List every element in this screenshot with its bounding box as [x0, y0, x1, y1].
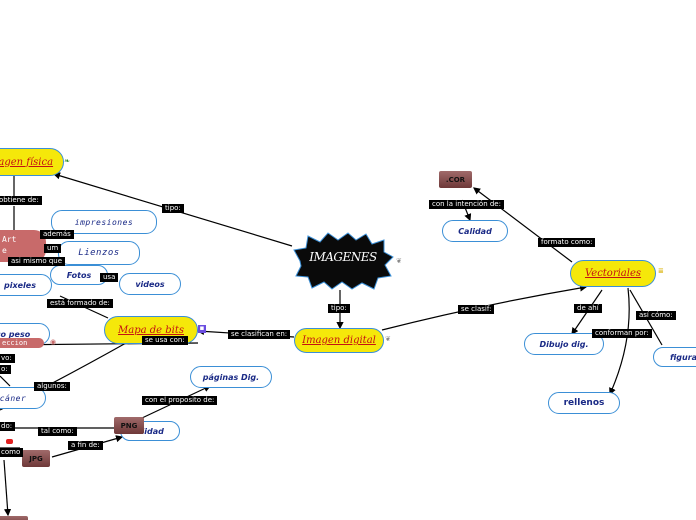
note-icon: ❦	[396, 257, 402, 265]
video-icon	[6, 439, 13, 444]
node-dibujo-dig[interactable]: Dibujo dig.	[524, 333, 604, 355]
label-tipo: tipo:	[162, 204, 184, 213]
leaf-icon: ❧	[64, 157, 70, 165]
central-node-shape[interactable]	[292, 232, 394, 290]
label-algunos: algunos:	[34, 382, 70, 391]
label-um: um	[44, 244, 62, 253]
label-formato-como: formato como:	[538, 238, 596, 247]
node-rellenos[interactable]: rellenos	[548, 392, 620, 414]
label-como: como	[0, 448, 24, 457]
label-conforman-por: conforman por:	[592, 329, 652, 338]
label-asi-mismo: asi mismo que	[8, 257, 66, 266]
label-se-usa-con: se usa con:	[142, 336, 188, 345]
label-tipo: tipo:	[328, 304, 350, 313]
node-imagen-digital[interactable]: Imagen digital	[294, 328, 384, 353]
node-calidad-right[interactable]: Calidad	[442, 220, 508, 242]
node-escaner[interactable]: cáner	[0, 387, 46, 409]
list-icon: ≣	[658, 267, 664, 275]
label-obtiene-de: obtiene de:	[0, 196, 42, 205]
label-con-intencion: con la intención de:	[429, 200, 504, 209]
node-paginas-dig[interactable]: páginas Dig.	[190, 366, 272, 388]
label-se-clasif: se clasif:	[458, 305, 495, 314]
node-vectoriales[interactable]: Vectoriales	[570, 260, 656, 287]
label-esta-formado: está formado de:	[47, 299, 113, 308]
node-partial-bottom[interactable]	[0, 516, 28, 520]
label-usa: usa	[100, 273, 119, 282]
label-tal-como: tal como:	[38, 427, 77, 436]
node-seccion[interactable]: eccion	[0, 338, 44, 348]
label-ademas: además	[40, 230, 74, 239]
label-a-fin-de: a fin de:	[68, 441, 103, 450]
label-con-proposito: con el proposito de:	[142, 396, 218, 405]
node-figuras[interactable]: figuras	[653, 347, 696, 367]
node-lienzos[interactable]: Lienzos	[58, 241, 140, 265]
label-o: o:	[0, 365, 11, 374]
node-png[interactable]: PNG	[114, 417, 144, 434]
palette-icon: ◉	[50, 338, 57, 346]
node-arte[interactable]: Art e	[0, 230, 46, 262]
node-videos[interactable]: videos	[119, 273, 181, 295]
central-node-label: IMAGENES	[309, 250, 377, 264]
node-imagen-fisica[interactable]: Imagen física	[0, 148, 64, 176]
node-jpg[interactable]: JPG	[22, 450, 50, 467]
note-icon: ❦	[385, 335, 391, 343]
node-cor[interactable]: .COR	[439, 171, 472, 188]
label-se-clasifican: se clasifican en:	[228, 330, 291, 339]
node-pixeles[interactable]: pixeles	[0, 274, 52, 296]
label-de-ahi: de ahí	[574, 304, 602, 313]
label-do: do:	[0, 422, 16, 431]
image-icon: ▪	[198, 324, 206, 333]
label-asi-como: así cómo:	[636, 311, 676, 320]
label-vo: vo:	[0, 354, 15, 363]
